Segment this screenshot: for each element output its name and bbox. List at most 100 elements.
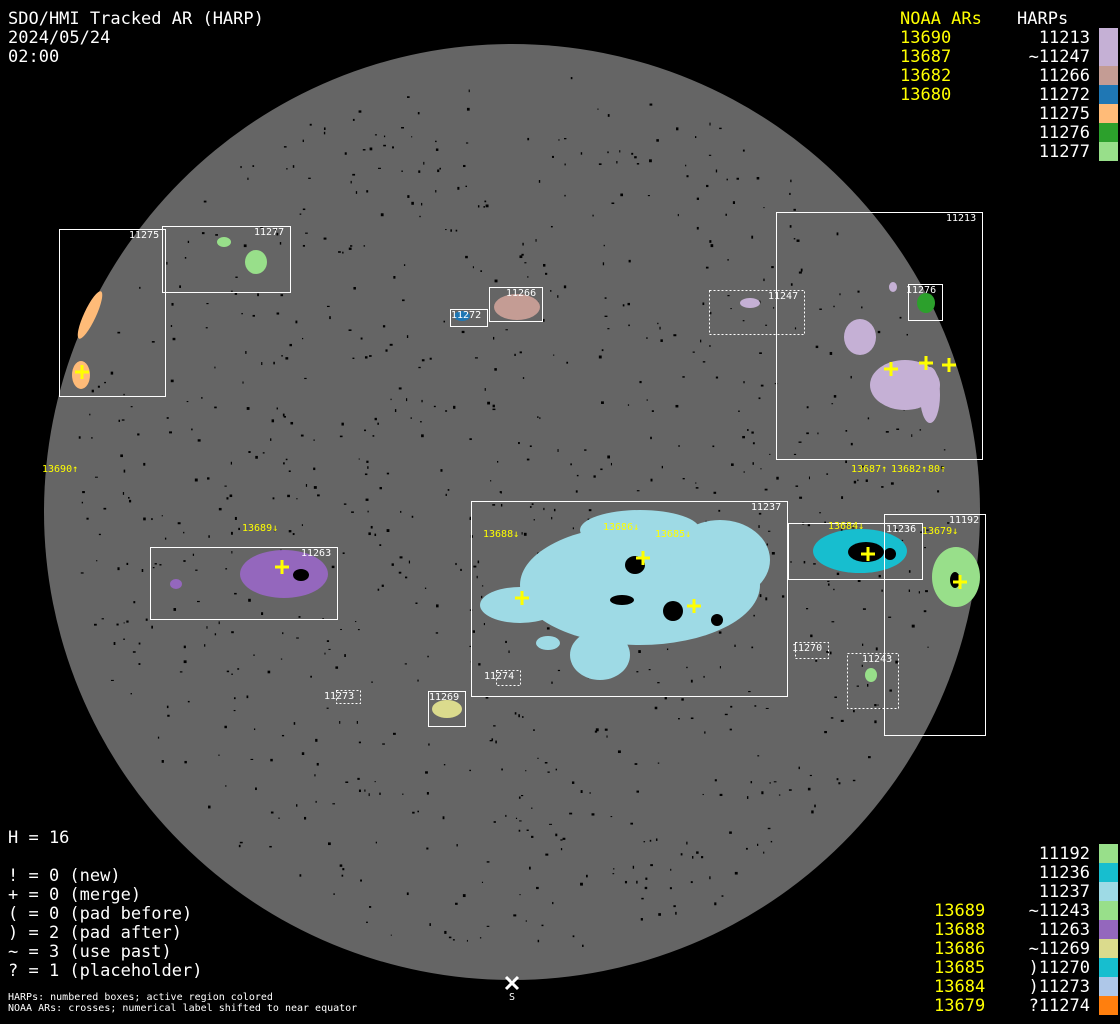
noaa-ar-label: 13688↓ [483,529,520,540]
magnetic-speck [290,421,294,425]
magnetic-speck [411,515,414,518]
noaa-ar-label: 13686↓ [603,522,640,533]
magnetic-speck [350,245,353,247]
magnetic-speck [302,139,304,143]
noaa-cross-marker [861,547,875,561]
magnetic-speck [187,700,190,703]
magnetic-speck [839,293,841,296]
magnetic-speck [899,316,902,319]
magnetic-speck [692,351,695,353]
magnetic-speck [521,253,524,256]
magnetic-speck [874,704,877,707]
harp-box[interactable] [450,309,488,327]
magnetic-speck [152,567,155,569]
magnetic-speck [715,169,718,173]
magnetic-speck [799,496,803,499]
harp-box[interactable] [776,212,983,460]
magnetic-speck [276,407,278,410]
magnetic-speck [518,441,520,445]
magnetic-speck [366,921,368,924]
magnetic-speck [861,306,863,309]
magnetic-speck [766,543,768,546]
magnetic-speck [696,226,699,230]
magnetic-speck [78,436,81,439]
harp-box[interactable] [795,642,829,659]
magnetic-speck [657,762,660,764]
magnetic-speck [729,728,732,731]
magnetic-speck [555,833,558,837]
legend-noaa-number: 13682 [900,66,952,86]
magnetic-speck [367,510,369,513]
magnetic-speck [692,855,694,859]
magnetic-speck [469,645,472,648]
harp-box[interactable] [471,501,788,697]
magnetic-speck [86,517,89,520]
noaa-cross-marker [636,551,650,565]
magnetic-speck [443,320,446,323]
magnetic-speck [757,843,759,846]
magnetic-speck [272,497,275,500]
magnetic-speck [730,308,732,310]
magnetic-speck [406,398,408,402]
magnetic-speck [840,719,844,722]
harp-box[interactable] [59,229,166,397]
magnetic-speck [607,151,609,154]
magnetic-speck [747,429,749,431]
magnetic-speck [546,627,550,630]
noaa-ar-label: 13684↓ [828,521,865,532]
magnetic-speck [702,302,705,306]
magnetic-speck [399,556,403,559]
harp-box[interactable] [908,284,943,321]
magnetic-speck [706,184,709,188]
magnetic-speck [461,330,465,334]
harp-box[interactable] [847,653,899,709]
magnetic-speck [235,276,238,278]
magnetic-speck [798,271,802,274]
harp-box[interactable] [336,690,361,704]
magnetic-speck [634,763,638,765]
harp-box[interactable] [496,670,521,686]
magnetic-speck [358,110,362,113]
harp-box[interactable] [884,514,986,736]
magnetic-speck [455,562,457,566]
magnetic-speck [628,259,631,263]
legend-color-swatch [1099,142,1118,161]
magnetic-speck [537,757,539,759]
harp-box[interactable] [489,287,543,322]
magnetic-speck [721,895,724,897]
magnetic-speck [81,501,84,504]
magnetic-speck [436,604,439,608]
magnetic-speck [686,666,688,669]
magnetic-speck [794,327,797,330]
magnetic-speck [894,528,898,531]
magnetic-speck [91,389,94,393]
magnetic-speck [224,485,227,487]
harp-box[interactable] [428,691,466,727]
magnetic-speck [289,343,292,347]
magnetic-speck [537,939,540,943]
magnetic-speck [301,752,305,756]
magnetic-speck [763,851,765,854]
magnetic-speck [908,570,911,573]
magnetic-speck [570,77,573,80]
magnetic-speck [682,477,685,480]
magnetic-speck [709,240,712,243]
harp-box[interactable] [162,226,291,293]
magnetic-speck [401,126,404,129]
harp-box[interactable] [150,547,338,620]
magnetic-speck [543,507,545,511]
magnetic-speck [528,866,531,870]
magnetic-speck [123,469,126,473]
magnetic-speck [713,491,717,494]
magnetic-speck [678,445,680,447]
magnetic-speck [170,379,174,383]
magnetic-speck [592,214,594,217]
magnetic-speck [296,804,298,807]
harp-box[interactable] [709,290,805,335]
magnetic-speck [789,225,792,228]
magnetic-speck [646,399,648,401]
magnetic-speck [345,781,349,783]
magnetic-speck [157,736,160,739]
legend-noaa-number: 13688 [934,920,986,940]
harp-box[interactable] [788,523,923,580]
